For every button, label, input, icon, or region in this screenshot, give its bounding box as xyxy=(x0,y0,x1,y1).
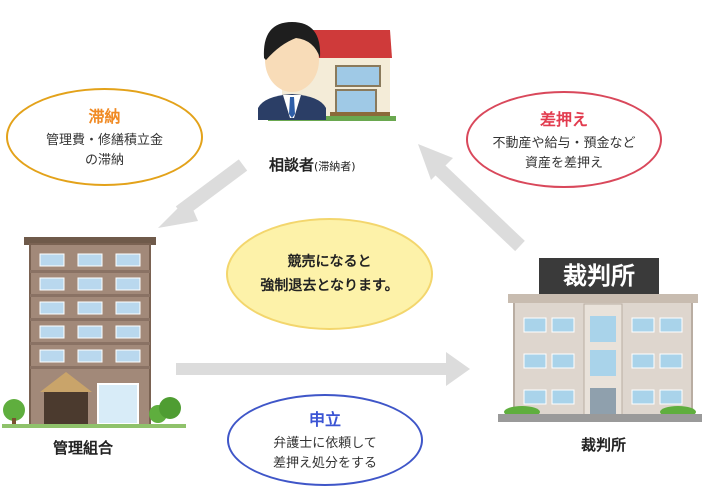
arrow-court-to-consultant xyxy=(418,144,525,252)
auction-warning-bubble: 競売になると 強制退去となります。 xyxy=(226,218,433,330)
delinquency-line-1: 管理費・修繕積立金 xyxy=(45,133,163,148)
arrow-association-to-court xyxy=(176,352,470,386)
application-line-2: 差押え処分をする xyxy=(272,456,377,471)
building-illustration xyxy=(2,237,186,428)
delinquency-title: 滞納 xyxy=(88,107,121,126)
court-illustration: 裁判所 xyxy=(498,258,702,422)
consultant-label-main: 相談者 xyxy=(269,156,315,174)
delinquency-line-2: の滞納 xyxy=(84,153,124,168)
consultant-label-sub: (滞納者) xyxy=(314,160,356,173)
application-title: 申立 xyxy=(308,410,341,429)
auction-warning-line-2: 強制退去となります。 xyxy=(260,278,399,294)
delinquency-bubble: 滞納 管理費・修繕積立金 の滞納 xyxy=(6,88,203,186)
auction-warning-line-1: 競売になると xyxy=(287,254,372,270)
court-label: 裁判所 xyxy=(581,436,627,454)
consultant-icon xyxy=(258,22,326,120)
seizure-bubble: 差押え 不動産や給与・預金など 資産を差押え xyxy=(466,91,662,188)
seizure-title: 差押え xyxy=(539,109,588,129)
seizure-line-2: 資産を差押え xyxy=(524,155,603,171)
consultant-label: 相談者(滞納者) xyxy=(269,154,356,175)
association-label: 管理組合 xyxy=(53,439,114,457)
application-bubble: 申立 弁護士に依頼して 差押え処分をする xyxy=(227,394,423,486)
seizure-line-1: 不動産や給与・預金など xyxy=(492,135,636,151)
arrow-consultant-to-association xyxy=(158,159,248,228)
application-line-1: 弁護士に依頼して xyxy=(273,436,377,451)
court-sign-text: 裁判所 xyxy=(563,262,635,290)
